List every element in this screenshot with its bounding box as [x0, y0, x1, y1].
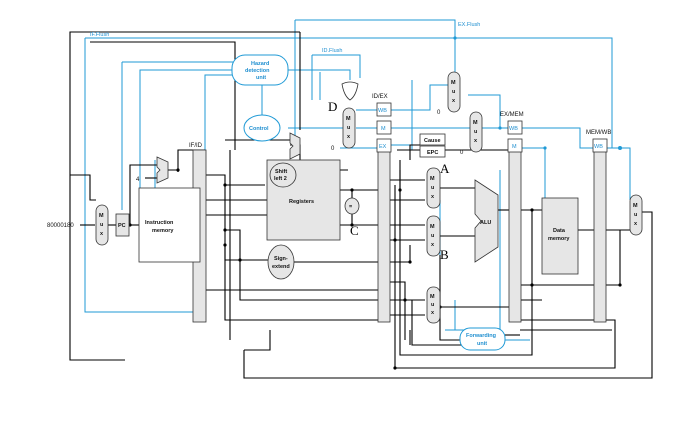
svg-text:u: u — [452, 89, 455, 95]
svg-text:0: 0 — [331, 146, 335, 152]
pc-mux: M u x 80000180 — [47, 204, 109, 246]
svg-text:x: x — [634, 221, 638, 227]
hazard-detection-unit: Hazard detection unit — [231, 54, 289, 86]
annotation-c: C — [350, 223, 359, 238]
cause-register: Cause — [419, 133, 446, 146]
svg-text:u: u — [474, 129, 477, 135]
annotation-b: B — [440, 247, 449, 262]
annotation-a: A — [440, 161, 450, 176]
svg-text:IF/ID: IF/ID — [189, 143, 203, 149]
svg-text:x: x — [431, 310, 435, 316]
svg-text:M: M — [451, 80, 456, 86]
svg-text:WB: WB — [509, 126, 518, 132]
if-flush-label: IF.Flush — [90, 32, 109, 38]
regdst-mux: M u x — [426, 286, 441, 324]
svg-text:M: M — [512, 144, 517, 150]
control-wires — [84, 19, 631, 341]
svg-text:u: u — [431, 302, 434, 308]
svg-text:0: 0 — [437, 110, 441, 116]
svg-text:Data: Data — [553, 228, 566, 234]
svg-text:Forwarding: Forwarding — [466, 333, 496, 339]
svg-text:80000180: 80000180 — [47, 223, 74, 229]
svg-text:M: M — [473, 120, 478, 126]
svg-text:Cause: Cause — [424, 138, 441, 144]
svg-text:EX/MEM: EX/MEM — [500, 112, 524, 118]
sign-extend: Sign- extend — [267, 244, 295, 280]
id-ex-register: WB M EX ID/EX — [372, 94, 392, 323]
svg-text:EX: EX — [379, 144, 387, 150]
svg-text:detection: detection — [245, 68, 270, 74]
svg-text:u: u — [347, 125, 350, 131]
svg-text:x: x — [347, 134, 351, 140]
svg-text:Registers: Registers — [289, 199, 314, 205]
control-mux: M u x 0 — [331, 107, 356, 152]
writeback-mux: M u x — [629, 194, 643, 236]
svg-text:ALU: ALU — [480, 220, 491, 226]
id-flush-or-gate — [341, 81, 359, 101]
svg-text:u: u — [100, 222, 103, 228]
svg-text:0: 0 — [460, 150, 464, 156]
instruction-memory: Instruction memory — [138, 187, 201, 263]
svg-text:=: = — [349, 204, 352, 210]
ex-flush-mux-1: M u x 0 — [437, 71, 461, 116]
id-flush-label: ID.Flush — [322, 48, 342, 54]
control-unit: Control — [243, 114, 281, 142]
svg-text:WB: WB — [378, 108, 387, 114]
svg-text:WB: WB — [594, 144, 603, 150]
svg-text:u: u — [431, 233, 434, 239]
svg-text:unit: unit — [256, 75, 266, 81]
svg-text:left 2: left 2 — [274, 176, 287, 182]
alu: ALU — [474, 179, 499, 263]
svg-text:x: x — [452, 98, 456, 104]
svg-text:Control: Control — [249, 126, 269, 132]
svg-text:MEM/WB: MEM/WB — [586, 130, 611, 136]
svg-text:x: x — [431, 194, 435, 200]
forwarding-unit: Forwarding unit — [459, 327, 506, 351]
pc-adder: 4 — [136, 156, 169, 184]
svg-text:M: M — [346, 116, 351, 122]
pc-register: PC — [115, 213, 130, 237]
svg-text:4: 4 — [136, 177, 140, 183]
junction-dots — [128, 36, 622, 370]
svg-text:memory: memory — [548, 236, 570, 242]
branch-adder — [289, 132, 301, 160]
ex-flush-mux-2: M u x 0 — [460, 111, 483, 156]
svg-text:Sign-: Sign- — [274, 256, 288, 262]
mem-wb-register: WB MEM/WB — [586, 130, 611, 323]
ex-mem-register: WB M EX/MEM — [500, 112, 524, 323]
svg-text:Hazard: Hazard — [251, 61, 269, 67]
svg-text:unit: unit — [477, 341, 487, 347]
svg-text:memory: memory — [152, 228, 174, 234]
svg-text:u: u — [431, 185, 434, 191]
data-wires — [69, 31, 653, 379]
equality-comparator: = — [344, 197, 360, 215]
svg-text:ID/EX: ID/EX — [372, 94, 388, 100]
svg-text:M: M — [430, 224, 435, 230]
svg-text:M: M — [430, 294, 435, 300]
svg-text:x: x — [474, 138, 478, 144]
forward-a-mux: M u x — [426, 167, 441, 209]
svg-text:u: u — [634, 212, 637, 218]
svg-text:EPC: EPC — [427, 150, 438, 156]
ex-flush-label: EX.Flush — [458, 22, 480, 28]
svg-text:M: M — [381, 126, 386, 132]
svg-text:x: x — [431, 242, 435, 248]
svg-text:Instruction: Instruction — [145, 220, 174, 226]
data-memory: Data memory — [541, 197, 579, 275]
forward-b-mux: M u x — [426, 215, 441, 257]
svg-text:M: M — [99, 213, 104, 219]
svg-text:PC: PC — [118, 223, 126, 229]
annotation-d: D — [328, 99, 337, 114]
svg-text:M: M — [430, 176, 435, 182]
svg-text:Shift: Shift — [275, 169, 287, 175]
shift-left-2: Shift left 2 — [269, 162, 297, 188]
svg-text:extend: extend — [272, 264, 290, 270]
svg-text:M: M — [633, 203, 638, 209]
epc-register: EPC — [419, 145, 446, 158]
svg-text:x: x — [100, 231, 104, 237]
